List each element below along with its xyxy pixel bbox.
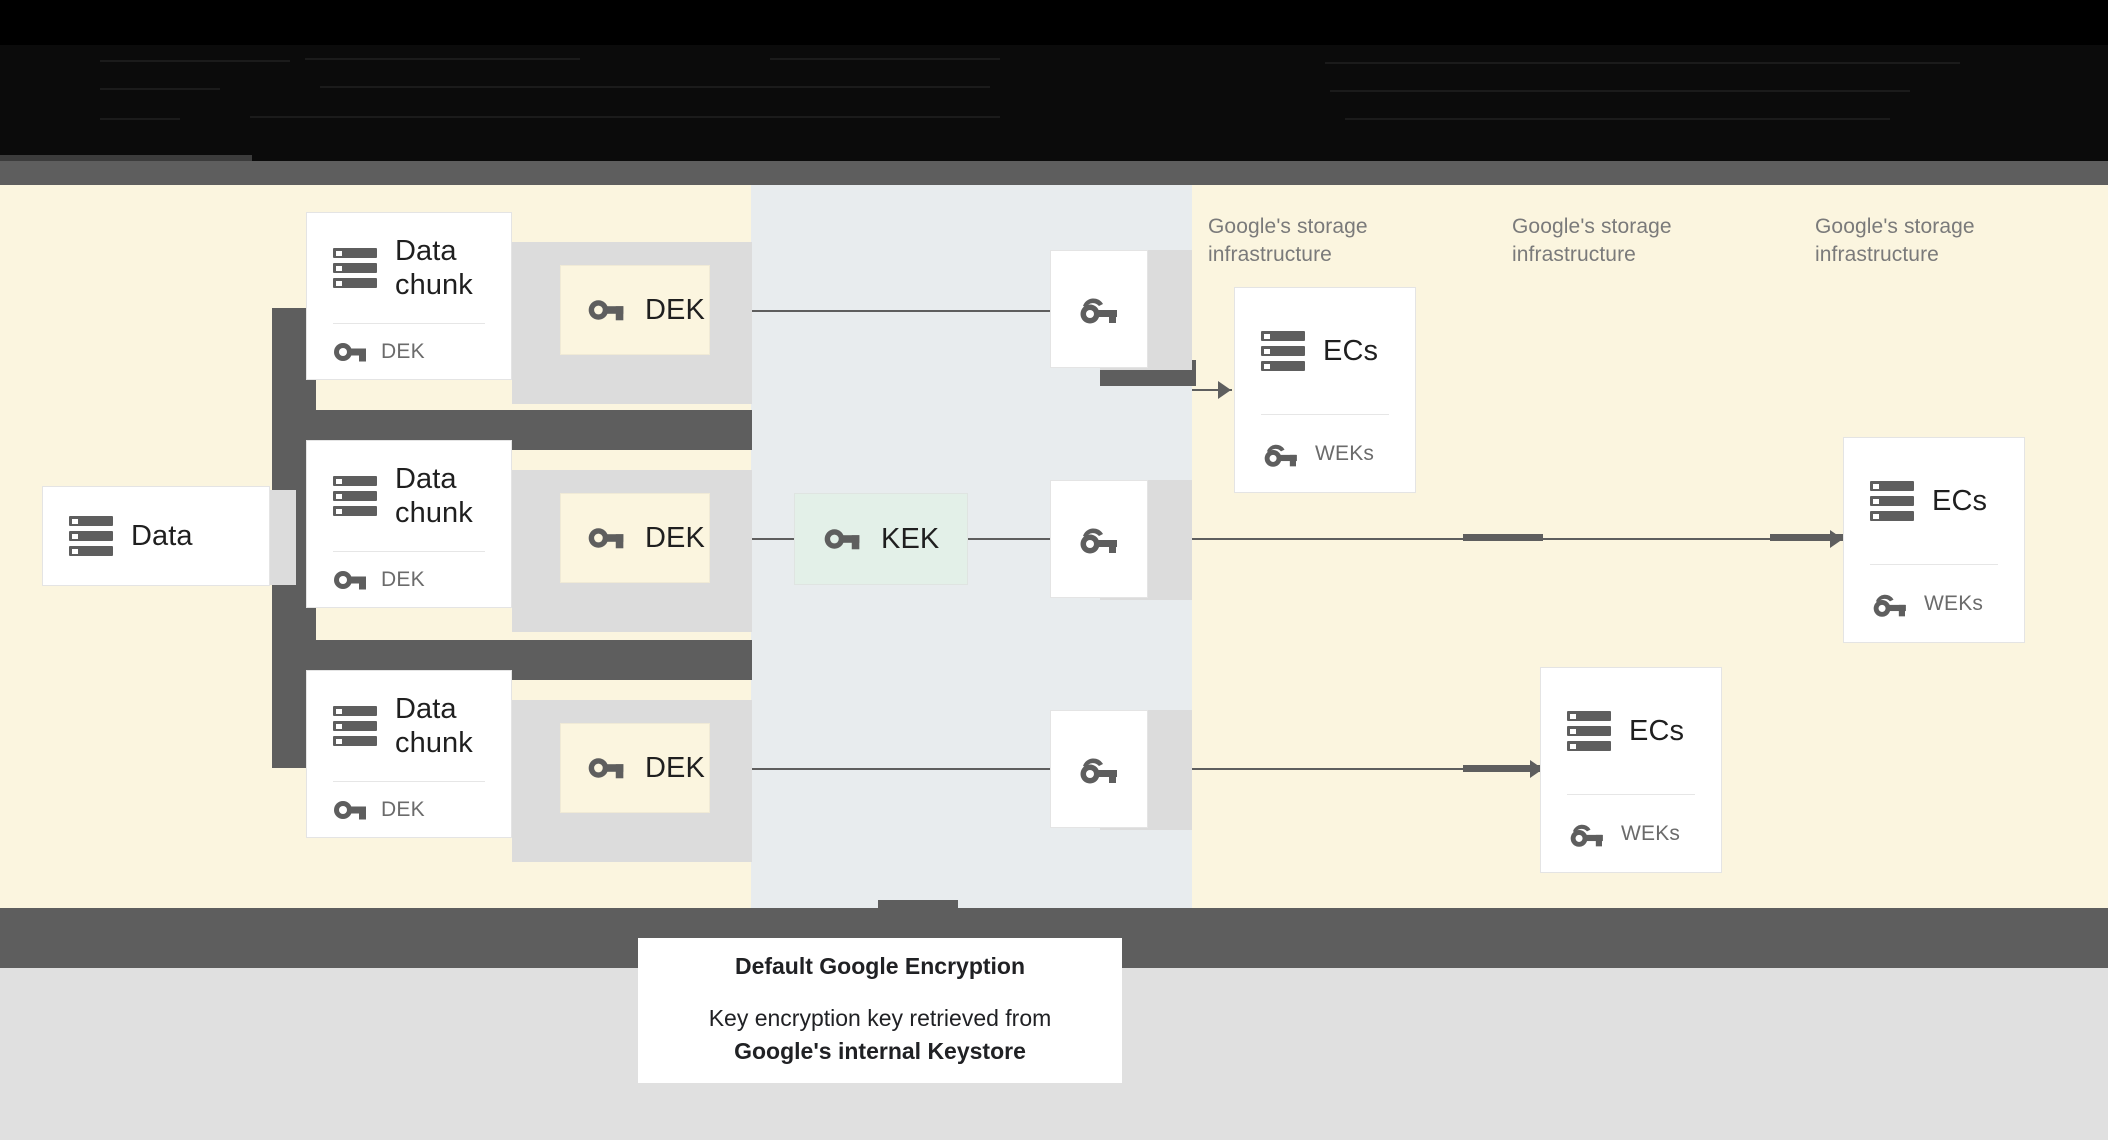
key-icon bbox=[588, 300, 624, 321]
wrapped-key-icon bbox=[1080, 758, 1117, 784]
obscured-text-line bbox=[770, 58, 1000, 60]
wrapped-key-icon bbox=[1264, 444, 1297, 467]
legend-panel: Default Google Encryption Key encryption… bbox=[638, 938, 1122, 1083]
card-divider bbox=[333, 781, 485, 782]
card-ecs-sublabel: WEKs bbox=[1621, 822, 1681, 845]
obscured-text-line bbox=[1345, 118, 1890, 120]
wrapped-key-icon bbox=[1570, 824, 1603, 847]
obscured-text-line bbox=[320, 86, 990, 88]
wire-dek1-wek1 bbox=[710, 310, 1050, 312]
mask-block-bottom bbox=[878, 900, 958, 912]
card-divider bbox=[1261, 414, 1389, 415]
card-ecs-2[interactable]: ECs WEKs bbox=[1843, 437, 2025, 643]
legend-body-line2: Google's internal Keystore bbox=[734, 1038, 1026, 1064]
card-ecs-label: ECs bbox=[1323, 334, 1379, 367]
card-ecs-label: ECs bbox=[1932, 484, 1988, 517]
wrapped-key-icon bbox=[1873, 594, 1906, 617]
card-chunk-label: Data chunk bbox=[395, 692, 473, 759]
server-stack-icon bbox=[333, 476, 377, 516]
key-icon bbox=[334, 343, 366, 362]
tile-dek-label: DEK bbox=[645, 293, 705, 326]
arrowhead-ec2 bbox=[1830, 530, 1843, 548]
tile-kek-label: KEK bbox=[881, 522, 940, 555]
server-stack-icon bbox=[1870, 481, 1914, 521]
mask-block-arrow3 bbox=[1770, 534, 1850, 541]
top-black-band bbox=[0, 0, 2108, 45]
server-stack-icon bbox=[1261, 331, 1305, 371]
storage-label-2: Google's storage infrastructure bbox=[1512, 215, 1672, 267]
card-data-label: Data bbox=[131, 519, 193, 552]
card-divider bbox=[333, 551, 485, 552]
tile-kek[interactable]: KEK bbox=[794, 493, 968, 585]
card-data-chunk-1[interactable]: Data chunk DEK bbox=[306, 212, 512, 380]
top-rule-segment bbox=[0, 155, 252, 162]
legend-body-line1: Key encryption key retrieved from bbox=[708, 1005, 1052, 1032]
key-icon bbox=[588, 528, 624, 549]
key-icon bbox=[824, 529, 860, 550]
server-stack-icon bbox=[333, 706, 377, 746]
storage-label-1: Google's storage infrastructure bbox=[1208, 215, 1368, 267]
tile-dek-1[interactable]: DEK bbox=[560, 265, 710, 355]
card-data[interactable]: Data bbox=[42, 486, 270, 586]
legend-body: Key encryption key retrieved from Google… bbox=[709, 1002, 1052, 1067]
card-divider bbox=[1870, 564, 1998, 565]
wire-wek3-ec3 bbox=[1160, 768, 1540, 770]
box-wrapped-key-2[interactable] bbox=[1050, 480, 1148, 598]
tile-dek-label: DEK bbox=[645, 521, 705, 554]
card-ecs-label: ECs bbox=[1629, 714, 1685, 747]
card-chunk-sublabel: DEK bbox=[381, 340, 425, 363]
card-chunk-label: Data chunk bbox=[395, 462, 473, 529]
card-data-chunk-3[interactable]: Data chunk DEK bbox=[306, 670, 512, 838]
obscured-text-line bbox=[1330, 90, 1910, 92]
card-divider bbox=[333, 323, 485, 324]
obscured-text-line bbox=[100, 88, 220, 90]
card-ecs-3[interactable]: ECs WEKs bbox=[1540, 667, 1722, 873]
server-stack-icon bbox=[69, 516, 113, 556]
arrowhead-ec3 bbox=[1530, 760, 1543, 778]
card-chunk-sublabel: DEK bbox=[381, 568, 425, 591]
obscured-text-line bbox=[100, 118, 180, 120]
card-ecs-1[interactable]: ECs WEKs bbox=[1234, 287, 1416, 493]
key-icon bbox=[334, 571, 366, 590]
card-chunk-label: Data chunk bbox=[395, 234, 473, 301]
card-ecs-sublabel: WEKs bbox=[1924, 592, 1984, 615]
wrapped-key-icon bbox=[1080, 298, 1117, 324]
wire-kek-wek2 bbox=[968, 538, 1050, 540]
key-icon bbox=[334, 801, 366, 820]
tile-dek-label: DEK bbox=[645, 751, 705, 784]
wire-wek1-ec1 bbox=[1192, 389, 1232, 391]
storage-label-3: Google's storage infrastructure bbox=[1815, 215, 1975, 267]
obscured-text-line bbox=[305, 58, 580, 60]
wire-wek2-ec2 bbox=[1160, 538, 1840, 540]
key-icon bbox=[588, 758, 624, 779]
card-chunk-sublabel: DEK bbox=[381, 798, 425, 821]
box-wrapped-key-1[interactable] bbox=[1050, 250, 1148, 368]
tile-dek-3[interactable]: DEK bbox=[560, 723, 710, 813]
box-wrapped-key-3[interactable] bbox=[1050, 710, 1148, 828]
top-gray-rule bbox=[0, 161, 2108, 185]
mask-block-arrow2 bbox=[1463, 534, 1543, 541]
arrowhead-ec1 bbox=[1218, 381, 1231, 399]
server-stack-icon bbox=[333, 248, 377, 288]
server-stack-icon bbox=[1567, 711, 1611, 751]
top-obscured-text-band bbox=[0, 45, 2108, 161]
legend-title: Default Google Encryption bbox=[734, 953, 1026, 980]
wire-dek3-wek3 bbox=[710, 768, 1050, 770]
card-data-chunk-2[interactable]: Data chunk DEK bbox=[306, 440, 512, 608]
tile-dek-2[interactable]: DEK bbox=[560, 493, 710, 583]
obscured-text-line bbox=[1325, 62, 1960, 64]
wrapped-key-icon bbox=[1080, 528, 1117, 554]
card-ecs-sublabel: WEKs bbox=[1315, 442, 1375, 465]
obscured-text-line bbox=[100, 60, 290, 62]
card-divider bbox=[1567, 794, 1695, 795]
obscured-text-line bbox=[250, 116, 1000, 118]
